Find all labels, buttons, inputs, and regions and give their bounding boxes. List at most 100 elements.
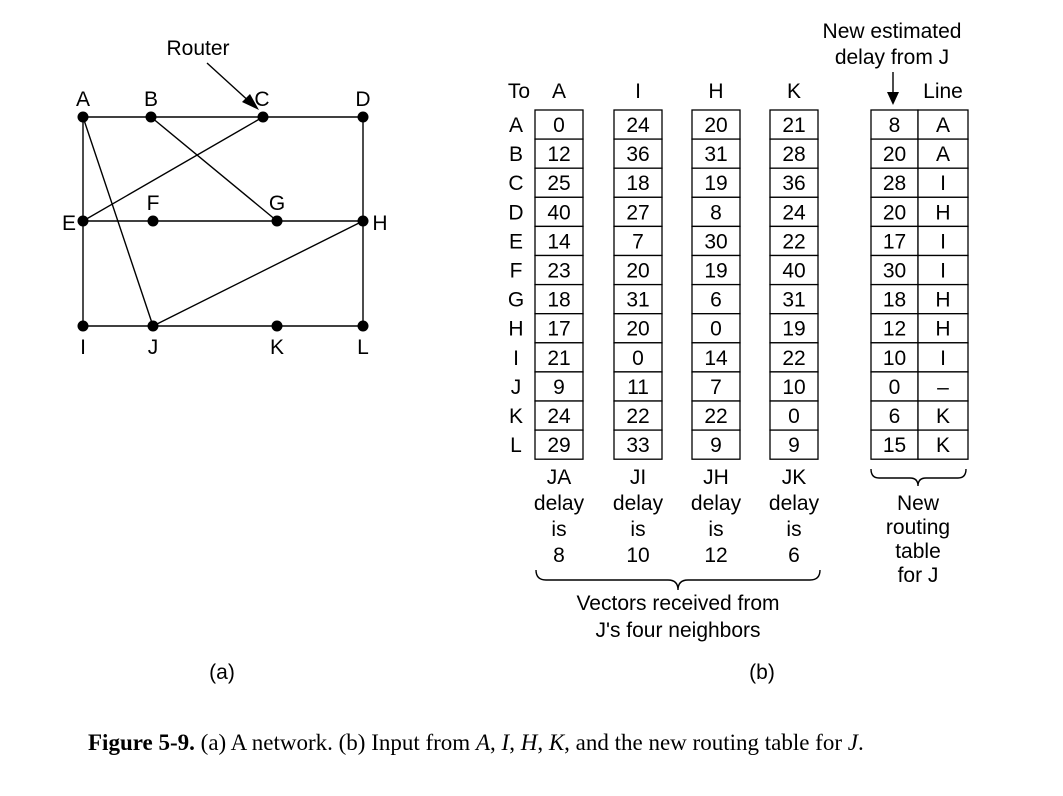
new-table-delay-cell [870, 400, 919, 431]
vector-h-value: 22 [704, 405, 727, 428]
vector-a-value: 24 [547, 405, 571, 428]
vector-i-cell [613, 283, 663, 315]
vector-a-cell [534, 342, 584, 373]
vector-i-value: 24 [626, 114, 650, 137]
new-table-line: I [940, 347, 946, 370]
node-h-label: H [372, 212, 387, 235]
vector-k-value: 0 [788, 405, 800, 428]
node-i-label: I [80, 336, 86, 359]
caption-text-2: , and the new routing table for [564, 730, 848, 755]
node-k-label: K [270, 336, 284, 359]
new-table-line: I [940, 260, 946, 283]
network-link-b-g [150, 116, 278, 222]
vector-k-cell [769, 196, 819, 228]
new-table-line-cell [917, 313, 969, 344]
new-table-delay-cell [870, 167, 919, 198]
vector-i-value: 20 [626, 318, 649, 341]
vector-i-delay-caption: delay [613, 492, 664, 515]
vector-h-delay-caption: 12 [704, 544, 727, 567]
vector-k-delay-caption: JK [782, 466, 807, 489]
destination-label-b: B [509, 143, 523, 166]
new-table-line-cell [917, 109, 969, 140]
figure-caption: Figure 5-9. (a) A network. (b) Input fro… [88, 727, 988, 758]
caption-sep: , [490, 730, 502, 755]
vector-i-value: 18 [626, 172, 649, 195]
vector-a-delay-caption: delay [534, 492, 585, 515]
vector-a-value: 25 [547, 172, 570, 195]
caption-node-a: A [475, 730, 491, 755]
vector-k-delay-caption: is [786, 518, 801, 541]
vector-i-cell [613, 342, 663, 373]
new-table-line: H [935, 201, 950, 224]
vector-h-value: 14 [704, 347, 728, 370]
vector-k-value: 21 [782, 114, 805, 137]
node-g-dot [271, 215, 283, 227]
vector-i-delay-caption: JI [630, 466, 646, 489]
destination-label-d: D [508, 201, 523, 224]
vector-k-value: 31 [782, 289, 805, 312]
vector-i-value: 20 [626, 260, 649, 283]
node-l-label: L [357, 336, 369, 359]
destination-label-j: J [511, 376, 522, 399]
new-table-line: A [936, 143, 950, 166]
new-table-delay-cell [870, 371, 919, 402]
vector-k-value: 36 [782, 172, 805, 195]
vector-a-cell [534, 371, 584, 402]
vector-h-value: 6 [710, 289, 722, 312]
vector-a-value: 12 [547, 143, 570, 166]
caption-node-k: K [548, 730, 565, 755]
new-table-delay: 12 [883, 318, 906, 341]
panel-a-label: (a) [209, 661, 235, 684]
routing-tables: ToABCDEFGHIJKLA0122540142318172192429JAd… [508, 20, 969, 684]
vector-i-cell [613, 225, 663, 257]
new-table-delay: 30 [883, 260, 906, 283]
vectors-caption: Vectors received from [576, 592, 779, 615]
vector-a-cell [534, 254, 584, 286]
vector-k-cell [769, 400, 819, 431]
vector-h-delay-caption: is [708, 518, 723, 541]
vector-h-cell [691, 109, 741, 140]
new-table-line-cell [917, 138, 969, 169]
router-label: Router [166, 37, 229, 60]
destination-label-k: K [509, 405, 523, 428]
vector-k-cell [769, 283, 819, 315]
new-table-delay-cell [870, 429, 919, 460]
new-table-line-cell [917, 254, 969, 286]
vector-i-value: 11 [627, 376, 649, 399]
vector-k-value: 10 [782, 376, 805, 399]
vector-header-h: H [708, 80, 723, 103]
vector-i-value: 0 [632, 347, 644, 370]
vector-i-cell [613, 138, 663, 169]
network-link-c-e [82, 116, 264, 222]
vector-k-value: 40 [782, 260, 805, 283]
new-table-delay: 20 [883, 201, 906, 224]
new-table-line: K [936, 405, 950, 428]
figure-label: Figure 5-9. [88, 730, 195, 755]
router-pointer-line [206, 62, 253, 105]
new-table-delay: 18 [883, 289, 906, 312]
new-table-line-cell [917, 167, 969, 198]
new-table-line: H [935, 289, 950, 312]
new-table-delay: 6 [889, 405, 901, 428]
new-table-delay: 15 [883, 434, 906, 457]
vector-h-cell [691, 167, 741, 198]
new-estimate-arrowhead [887, 92, 899, 105]
vector-h-cell [691, 371, 741, 402]
node-j-label: J [148, 336, 159, 359]
node-e-dot [77, 215, 89, 227]
vector-k-value: 24 [782, 201, 806, 224]
vector-a-value: 17 [547, 318, 570, 341]
vector-k-cell [769, 109, 819, 140]
node-f-dot [147, 215, 159, 227]
vector-h-value: 7 [710, 376, 722, 399]
destination-label-h: H [508, 318, 523, 341]
vector-k-value: 22 [782, 347, 805, 370]
new-table-delay-cell [870, 109, 919, 140]
destination-label-a: A [509, 114, 523, 137]
vector-k-value: 19 [782, 318, 805, 341]
vector-h-delay-caption: JH [703, 466, 729, 489]
node-h-dot [357, 215, 369, 227]
vector-h-cell [691, 196, 741, 228]
vector-h-cell [691, 429, 741, 460]
vector-k-delay-caption: delay [769, 492, 820, 515]
